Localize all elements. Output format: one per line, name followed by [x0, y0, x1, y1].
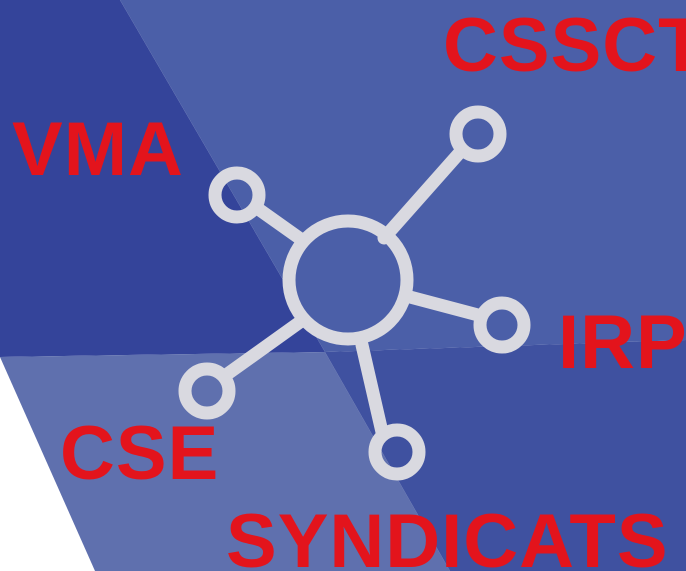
panel-top-left — [0, 0, 325, 357]
panel-bottom-right — [325, 340, 686, 571]
node-irp — [473, 296, 531, 354]
label-cse: CSE — [60, 411, 220, 496]
connector-cse — [219, 315, 307, 382]
label-syndicats: SYNDICATS — [226, 499, 669, 571]
label-irp: IRP — [558, 300, 686, 385]
connector-vma — [250, 201, 309, 247]
connector-cssct — [377, 143, 469, 245]
connector-syndicats — [355, 338, 389, 439]
panel-top-right — [120, 0, 686, 352]
label-vma: VMA — [12, 107, 184, 192]
node-vma — [208, 166, 266, 224]
node-cse — [178, 362, 236, 420]
node-cssct — [449, 105, 507, 163]
connector-irp — [403, 290, 485, 322]
hub-node — [282, 214, 414, 346]
node-syndicats — [368, 423, 426, 481]
panel-bottom-left — [0, 352, 450, 571]
label-cssct: CSSCT — [443, 3, 686, 88]
